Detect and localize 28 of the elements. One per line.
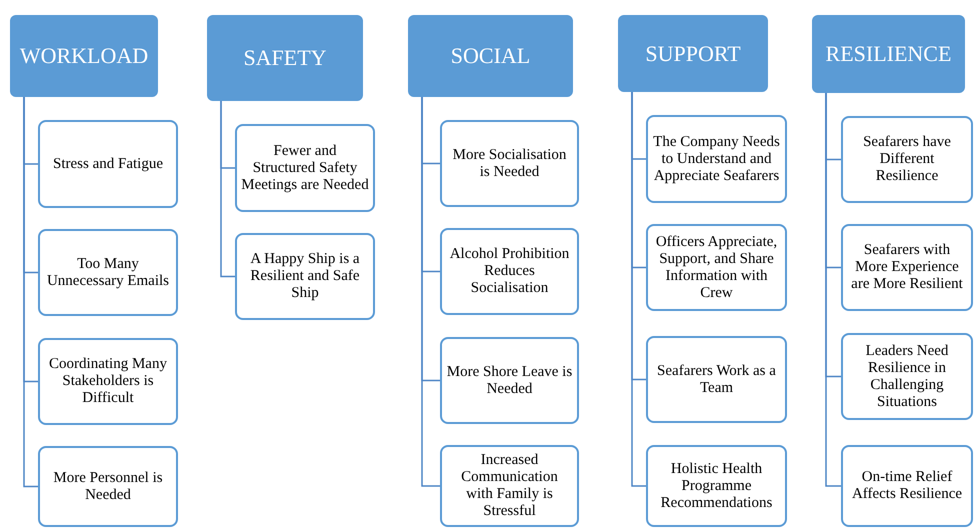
theme-box: Too Many Unnecessary Emails <box>38 229 178 316</box>
theme-box: Increased Communication with Family is Stressful <box>440 445 579 527</box>
theme-box: Seafarers with More Experience are More Resilient <box>841 224 973 311</box>
theme-box: Stress and Fatigue <box>38 120 178 208</box>
category-header: WORKLOAD <box>10 15 158 97</box>
theme-box: The Company Needs to Understand and Appreciate Seafarers <box>646 115 787 203</box>
connector-line <box>220 101 235 278</box>
connector-line <box>631 92 646 487</box>
theme-box: Officers Appreciate, Support, and Share Information with Crew <box>646 224 787 311</box>
theme-box: More Shore Leave is Needed <box>440 337 579 424</box>
theme-box: Holistic Health Programme Recommendations <box>646 445 787 527</box>
theme-box: More Socialisation is Needed <box>440 120 579 207</box>
theme-box: A Happy Ship is a Resilient and Safe Ship <box>235 233 375 320</box>
theme-box: Seafarers have Different Resilience <box>841 116 973 203</box>
theme-box: More Personnel is Needed <box>38 446 178 527</box>
category-header: SOCIAL <box>408 15 573 97</box>
connector-line <box>421 97 440 487</box>
category-header: SAFETY <box>207 15 363 101</box>
theme-box: Seafarers Work as a Team <box>646 336 787 423</box>
theme-box: On-time Relief Affects Resilience <box>841 445 973 527</box>
theme-box: Leaders Need Resilience in Challenging Situations <box>841 333 973 420</box>
connector-line <box>23 97 38 488</box>
connector-line <box>825 93 841 487</box>
category-header: RESILIENCE <box>812 15 965 93</box>
category-header: SUPPORT <box>618 15 768 92</box>
theme-box: Coordinating Many Stakeholders is Difficult <box>38 338 178 425</box>
theme-box: Fewer and Structured Safety Meetings are Needed <box>235 124 375 212</box>
theme-box: Alcohol Prohibition Reduces Socialisation <box>440 228 579 315</box>
